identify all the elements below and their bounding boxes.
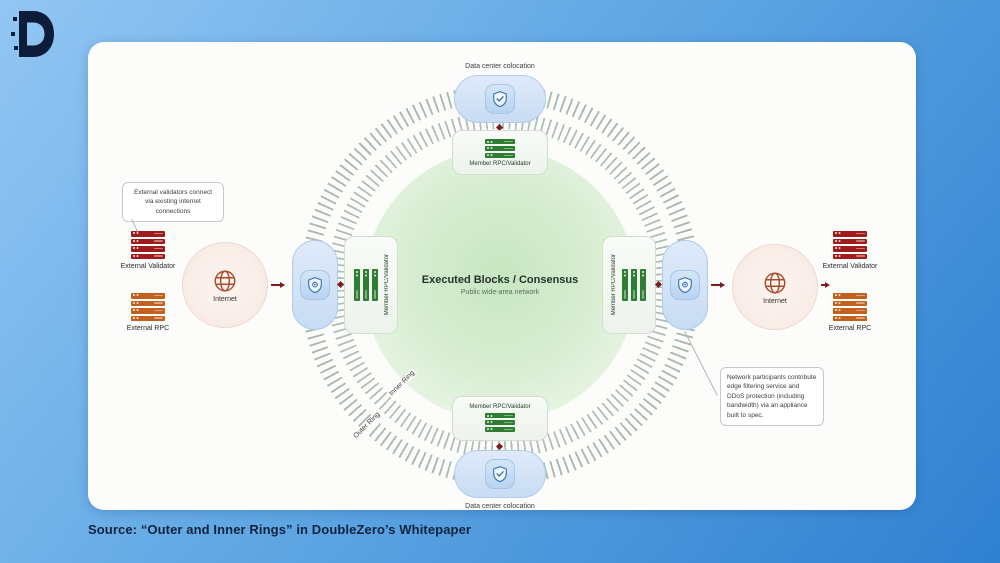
doublezero-logo-icon	[11, 11, 54, 57]
left-external-validator-label: External Validator	[120, 263, 176, 270]
bottom-colocation-label: Data center colocation	[465, 503, 535, 510]
globe-icon	[214, 270, 236, 291]
server-rack-icon	[353, 269, 380, 301]
left-shield-node	[292, 240, 338, 330]
shield-eye-icon	[670, 270, 700, 300]
diagram-card: Executed Blocks / Consensus Public wide-…	[88, 42, 916, 510]
left-callout: External validators connect via existing…	[122, 182, 224, 223]
right-internet-label: Internet	[763, 297, 787, 305]
server-stack-icon	[833, 230, 867, 260]
shield-check-icon	[485, 84, 515, 114]
source-caption: Source: “Outer and Inner Rings” in Doubl…	[88, 522, 472, 537]
top-member-node: Member RPC/Validator	[452, 130, 548, 175]
bottom-shield-node	[454, 450, 546, 498]
consensus-subtitle: Public wide-area network	[460, 289, 540, 296]
right-member-node: Member RPC/Validator	[602, 236, 656, 334]
globe-icon	[764, 272, 786, 293]
server-stack-icon	[485, 138, 515, 158]
left-internet-label: Internet	[213, 295, 237, 303]
right-external-validator-label: External Validator	[822, 263, 878, 270]
right-member-label: Member RPC/Validator	[610, 254, 617, 316]
server-stack-icon	[833, 292, 867, 322]
right-callout: Network participants contribute edge fil…	[720, 367, 824, 427]
shield-check-icon	[485, 459, 515, 489]
server-stack-icon	[131, 292, 165, 322]
server-rack-icon	[621, 269, 648, 301]
right-external-rpc: External RPC	[828, 292, 872, 332]
left-external-validator: External Validator	[121, 230, 175, 270]
consensus-title: Executed Blocks / Consensus	[421, 274, 579, 286]
top-shield-node	[454, 75, 546, 123]
left-external-rpc: External RPC	[126, 292, 170, 332]
right-outer-flow-arrow	[821, 282, 830, 288]
right-callout-connector	[684, 331, 718, 396]
shield-eye-icon	[300, 270, 330, 300]
server-stack-icon	[131, 230, 165, 260]
top-colocation-label: Data center colocation	[465, 63, 535, 70]
right-external-rpc-label: External RPC	[828, 325, 872, 332]
bottom-member-label: Member RPC/Validator	[469, 404, 531, 411]
doublezero-logo	[10, 8, 58, 60]
left-flow-arrow	[271, 282, 285, 288]
top-member-label: Member RPC/Validator	[469, 160, 531, 167]
left-member-node: Member RPC/Validator	[344, 236, 398, 334]
server-stack-icon	[485, 412, 515, 432]
left-external-rpc-label: External RPC	[126, 325, 170, 332]
bottom-member-node: Member RPC/Validator	[452, 396, 548, 441]
right-internet-node: Internet	[732, 244, 818, 330]
left-internet-node: Internet	[182, 242, 268, 328]
right-external-validator: External Validator	[823, 230, 877, 270]
right-flow-arrow	[711, 282, 725, 288]
left-member-label: Member RPC/Validator	[383, 254, 390, 316]
right-shield-node	[662, 240, 708, 330]
